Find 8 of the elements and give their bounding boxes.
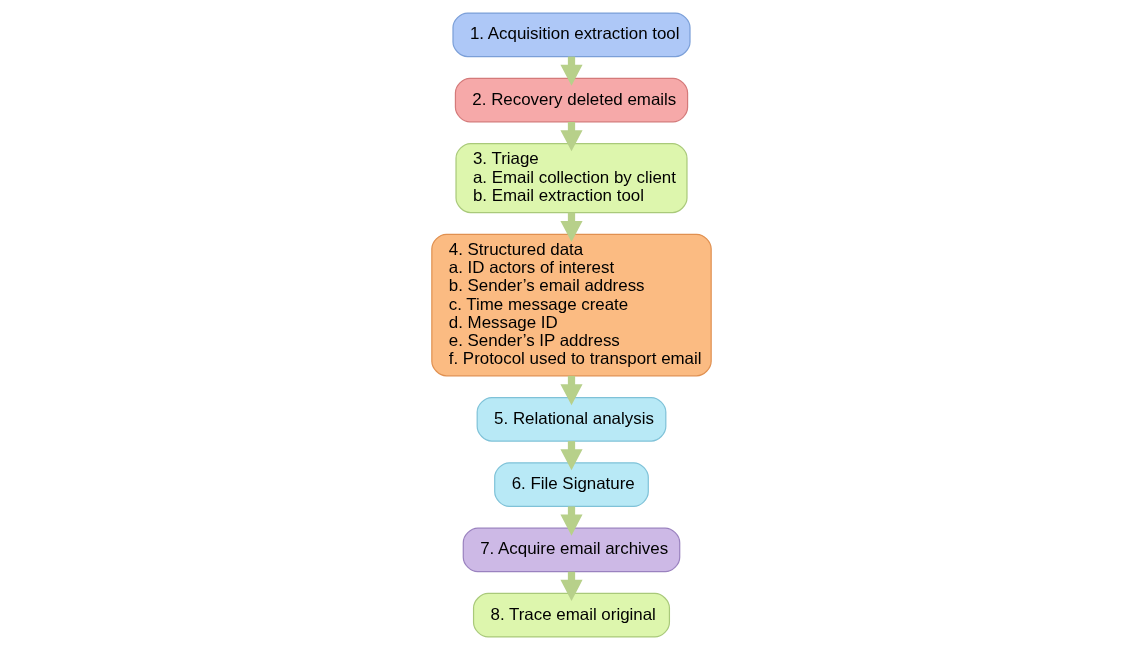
- node-box: 3. Triage a. Email collection by client b. Email extraction tool: [454, 143, 688, 214]
- node-box: 8. Trace email original: [472, 592, 670, 638]
- node-box: 7. Acquire email archives: [462, 527, 680, 573]
- node-box: 4. Structured data a. ID actors of interest b. Sender’s email address c. Time message create d. Message ID e. Sender’s IP address f. Protocol used to transport email: [430, 233, 712, 377]
- node-box: 5. Relational analysis: [476, 396, 666, 442]
- node-box: 1. Acquisition extraction tool: [451, 12, 691, 58]
- node-box: 6. File Signature: [493, 462, 649, 507]
- node-box: 2. Recovery deleted emails: [454, 77, 688, 123]
